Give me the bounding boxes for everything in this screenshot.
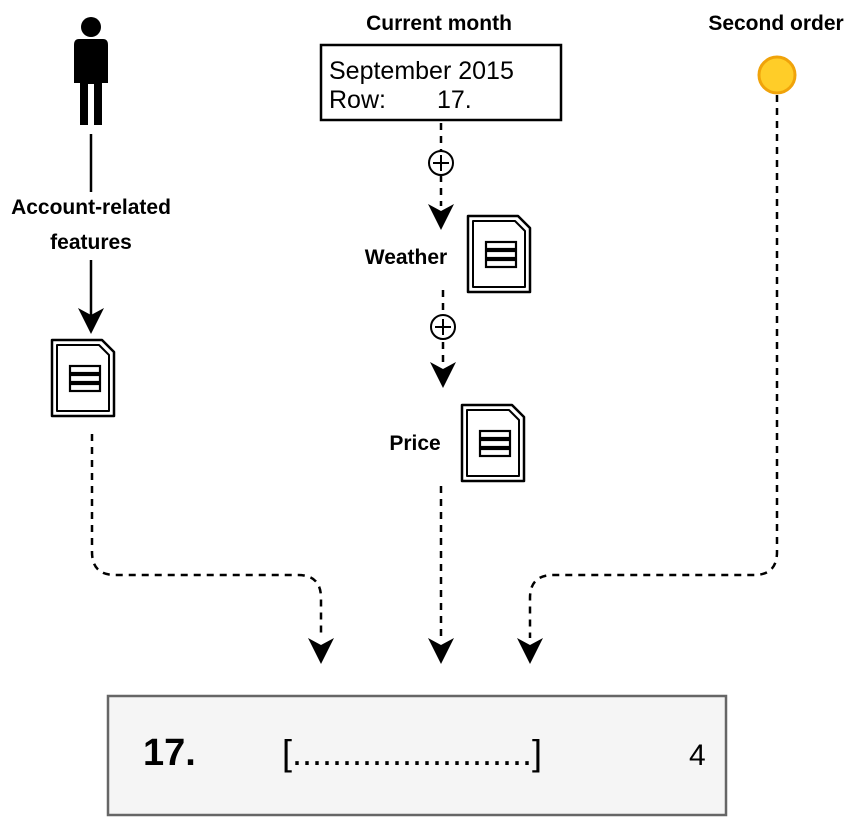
yellow-circle-icon [759,57,795,93]
plus-circle-icon [430,314,456,340]
current-month-title: Current month [366,12,512,35]
weather-label: Weather [365,246,447,269]
account-features-label-line2: features [50,231,132,254]
arrowhead-second-order-result [517,638,543,664]
arrowhead-price-result [428,638,454,664]
weather-document-icon [466,214,532,294]
yellow-circle-outline [757,55,797,95]
current-month-row-label: Row: [329,86,386,114]
person-icon [74,17,108,125]
account-document-icon [50,338,116,418]
second-order-title: Second order [708,12,843,35]
current-month-row-value: 17. [437,86,472,114]
result-feature-vector: [........................] [282,732,542,773]
arrowhead-weather [428,204,454,230]
result-row-border [106,694,728,817]
arrowhead-account [78,308,104,334]
arrowhead-account-result [308,638,334,664]
second-order-to-result-edge [528,95,779,638]
result-target-value: 4 [689,739,706,772]
current-month-box [319,43,563,122]
result-row-box [108,696,726,815]
account-to-result-edge [90,434,323,638]
arrowhead-price [430,362,456,388]
current-month-date: September 2015 [329,57,514,85]
price-label: Price [389,432,440,455]
account-features-label-line1: Account-related [11,196,171,219]
price-document-icon [460,403,526,483]
result-row-number: 17. [143,732,196,774]
plus-circle-icon [428,150,454,176]
